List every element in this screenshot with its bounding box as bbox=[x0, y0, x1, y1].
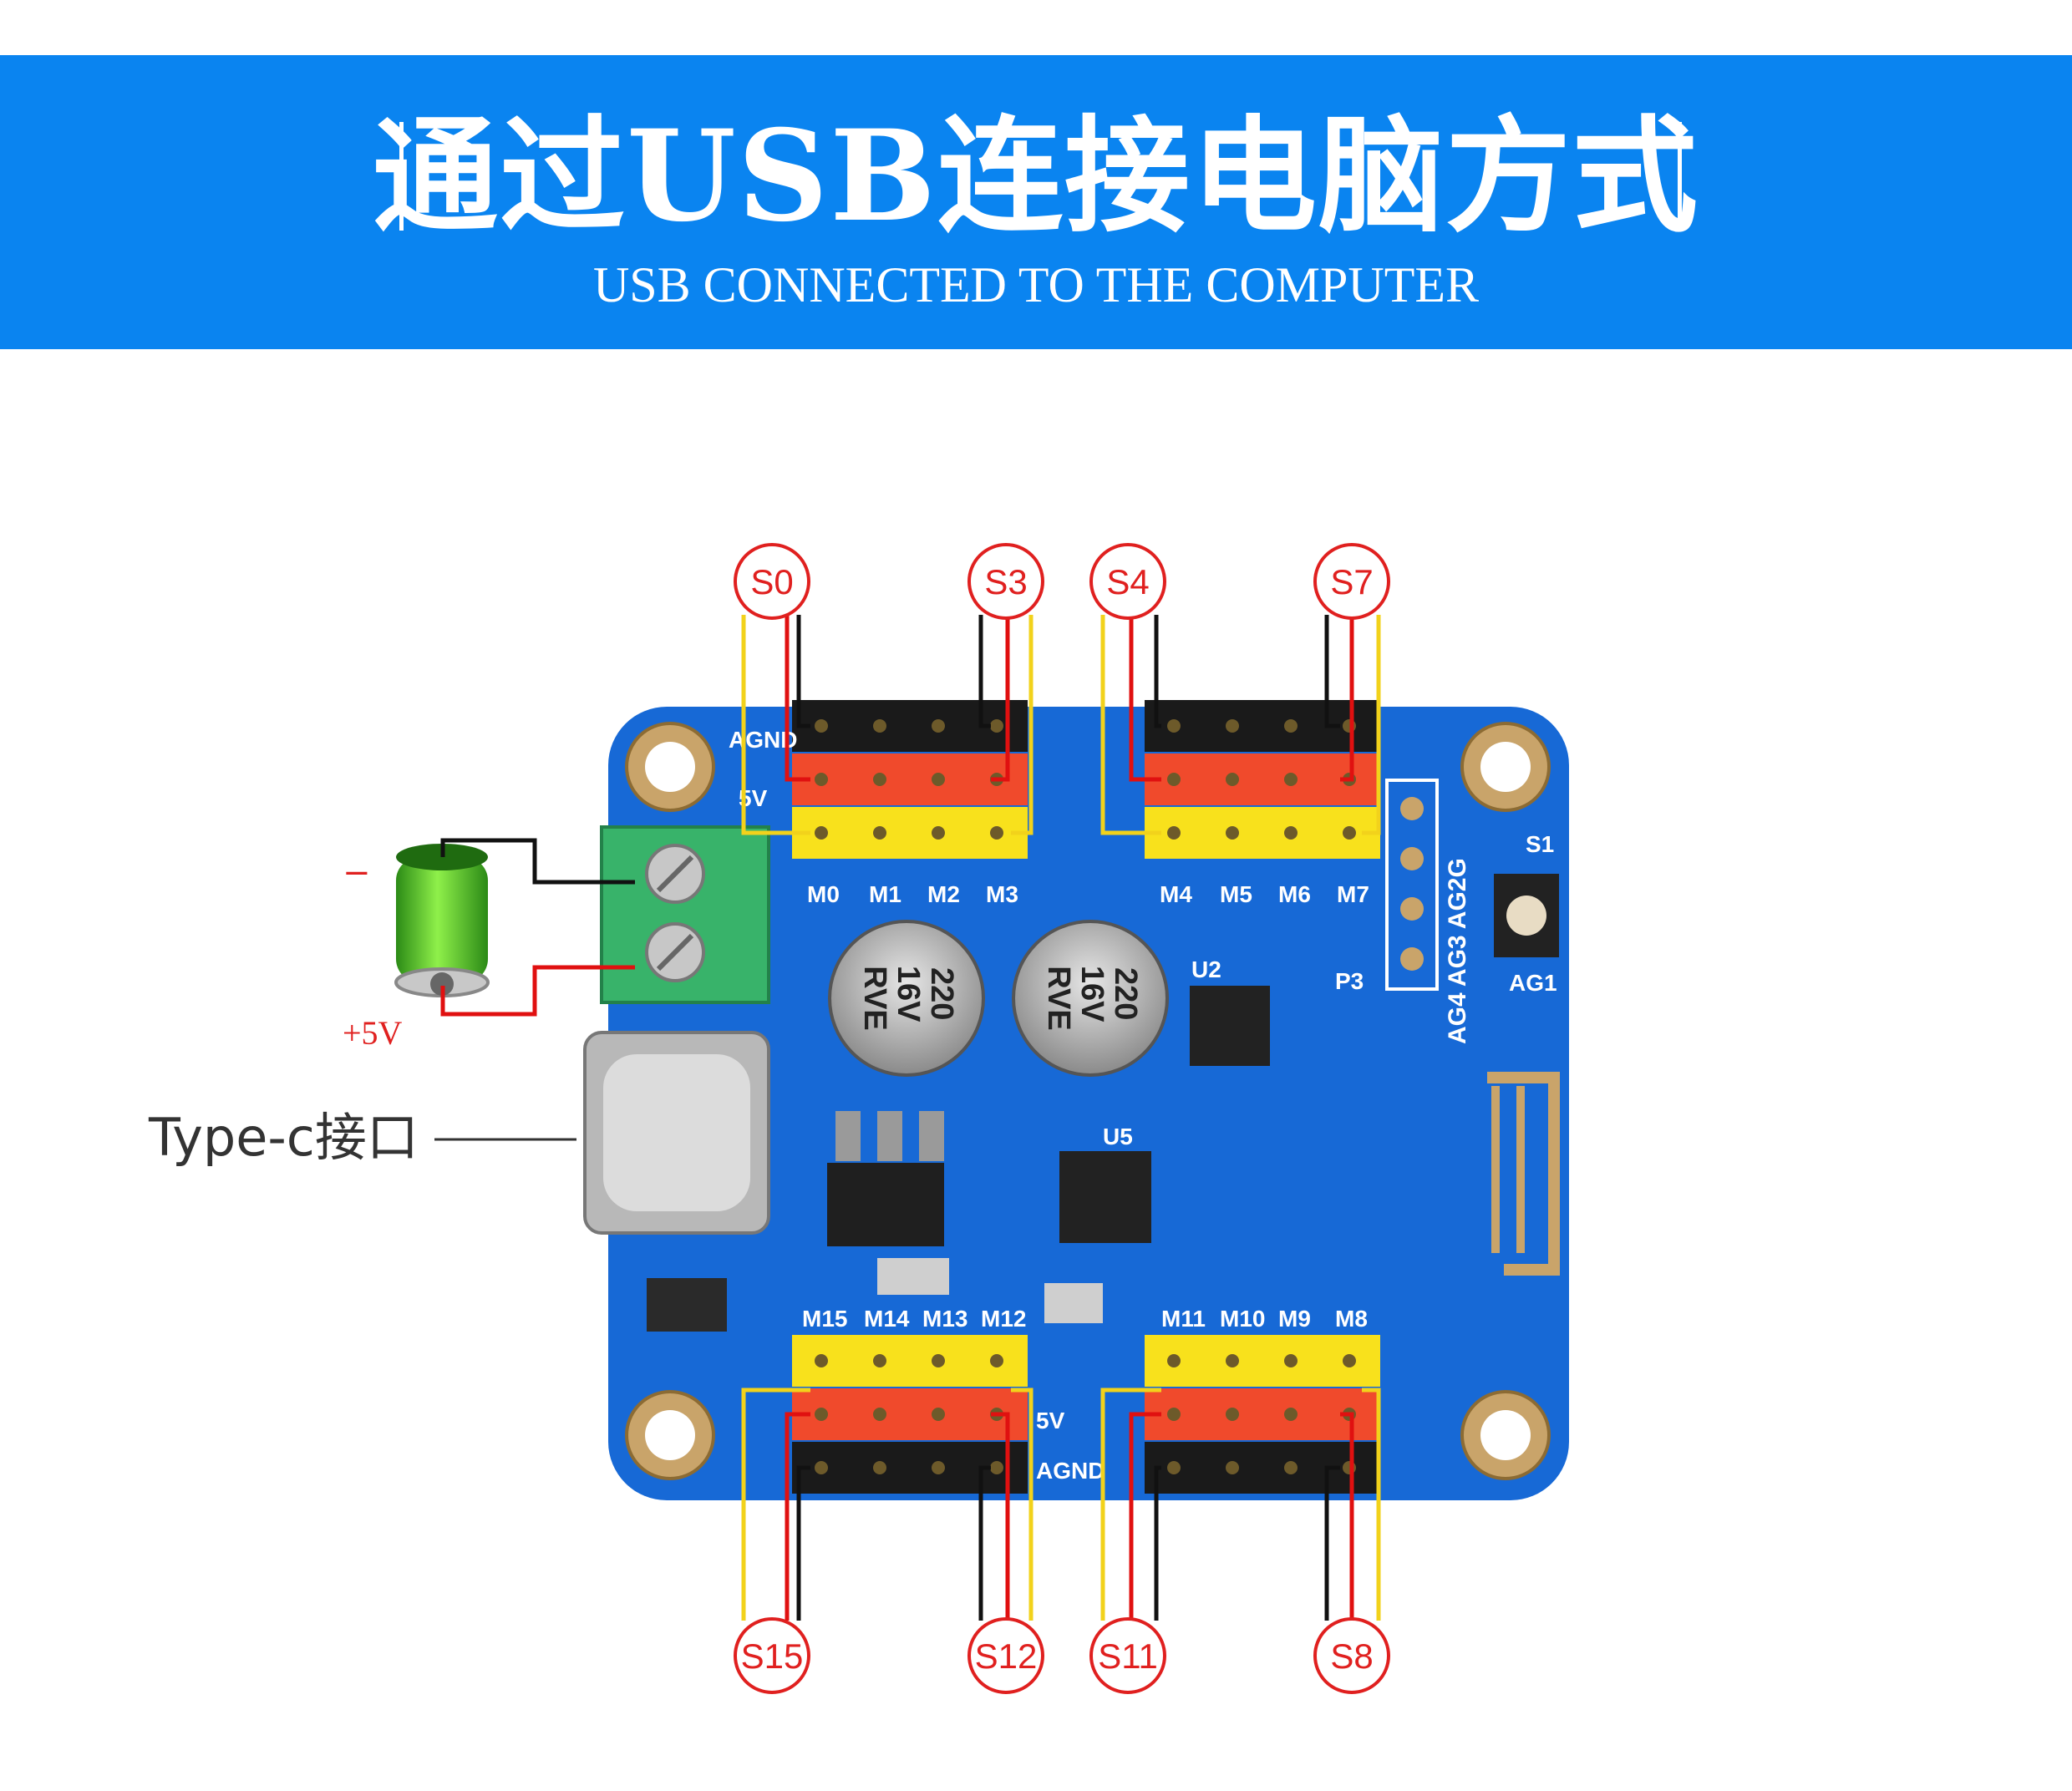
page-subtitle: USB CONNECTED TO THE COMPUTER bbox=[592, 257, 1480, 312]
silk-m14: M14 bbox=[864, 1306, 910, 1332]
battery bbox=[394, 844, 490, 997]
battery-positive-label: +5V bbox=[343, 1014, 403, 1052]
svg-text:220 16V RVE: 220 16V RVE bbox=[1041, 966, 1143, 1031]
servo-wires-top bbox=[741, 615, 1381, 835]
silk-u5: U5 bbox=[1103, 1124, 1133, 1149]
battery-negative-label: − bbox=[343, 854, 371, 892]
servo-s3-circle bbox=[967, 543, 1044, 620]
usb-serial-chip bbox=[1059, 1151, 1151, 1243]
silk-m3: M3 bbox=[986, 881, 1018, 907]
silk-m13: M13 bbox=[922, 1306, 967, 1332]
silk-m1: M1 bbox=[869, 881, 901, 907]
small-ic bbox=[647, 1278, 727, 1332]
header-bottom-left bbox=[792, 1335, 1028, 1494]
typec-label: Type-c接口 bbox=[149, 1107, 419, 1168]
silk-ag1: AG1 bbox=[1509, 970, 1557, 996]
silk-m11: M11 bbox=[1161, 1306, 1206, 1332]
silk-m0: M0 bbox=[807, 881, 840, 907]
regulator-chip bbox=[827, 1163, 944, 1246]
battery-wire-negative bbox=[440, 838, 635, 885]
crystal-2 bbox=[877, 1258, 949, 1295]
silk-m4: M4 bbox=[1160, 881, 1192, 907]
silk-p3: P3 bbox=[1335, 968, 1364, 994]
servo-s0-label: S0 bbox=[750, 562, 793, 601]
silk-5v-bottom: 5V bbox=[1036, 1408, 1065, 1433]
mcu-chip bbox=[1190, 986, 1270, 1066]
silk-analog-header: AG4 AG3 AG2G bbox=[1444, 858, 1471, 1044]
header-top-left bbox=[792, 700, 1028, 859]
capacitor-left: 220 16V RVE bbox=[828, 920, 985, 1077]
servo-s12-circle bbox=[967, 1617, 1044, 1694]
title-divider-left bbox=[399, 122, 404, 231]
silk-m9: M9 bbox=[1278, 1306, 1311, 1332]
servo-s7-circle bbox=[1313, 543, 1390, 620]
servo-s11-label: S11 bbox=[1098, 1636, 1158, 1676]
pcb bbox=[608, 707, 1569, 1500]
silk-m8: M8 bbox=[1335, 1306, 1368, 1332]
servo-s4-label: S4 bbox=[1106, 562, 1149, 601]
silk-m6: M6 bbox=[1278, 881, 1311, 907]
page-title: 通过USB连接电脑方式 bbox=[373, 103, 1699, 250]
servo-s8-circle bbox=[1313, 1617, 1390, 1694]
silk-m10: M10 bbox=[1220, 1306, 1265, 1332]
header-bottom-right bbox=[1145, 1335, 1380, 1494]
header-banner bbox=[0, 55, 2072, 349]
svg-text:220 16V RVE: 220 16V RVE bbox=[857, 966, 959, 1031]
crystal bbox=[1044, 1283, 1103, 1323]
servo-s0-circle bbox=[734, 543, 810, 620]
antenna-trace bbox=[1487, 1072, 1560, 1276]
battery-wire-positive bbox=[440, 965, 635, 1017]
silk-u2: U2 bbox=[1191, 956, 1221, 982]
servo-s11-circle bbox=[1089, 1617, 1166, 1694]
title-divider-right bbox=[1678, 122, 1682, 231]
servo-s3-label: S3 bbox=[984, 562, 1027, 601]
capacitor-right: 220 16V RVE bbox=[1012, 920, 1169, 1077]
silk-m7: M7 bbox=[1337, 881, 1369, 907]
silk-m15: M15 bbox=[802, 1306, 847, 1332]
servo-s7-label: S7 bbox=[1330, 562, 1373, 601]
servo-s15-circle bbox=[734, 1617, 810, 1694]
silk-m2: M2 bbox=[927, 881, 960, 907]
silk-m5: M5 bbox=[1220, 881, 1252, 907]
servo-wires-bottom bbox=[741, 1388, 1381, 1621]
silk-s1: S1 bbox=[1526, 831, 1554, 857]
silk-m12: M12 bbox=[981, 1306, 1026, 1332]
servo-s12-label: S12 bbox=[975, 1636, 1038, 1676]
servo-s8-label: S8 bbox=[1330, 1636, 1373, 1676]
servo-s15-label: S15 bbox=[741, 1636, 804, 1676]
servo-s4-circle bbox=[1089, 543, 1166, 620]
silk-agnd-bottom: AGND bbox=[1036, 1458, 1105, 1484]
